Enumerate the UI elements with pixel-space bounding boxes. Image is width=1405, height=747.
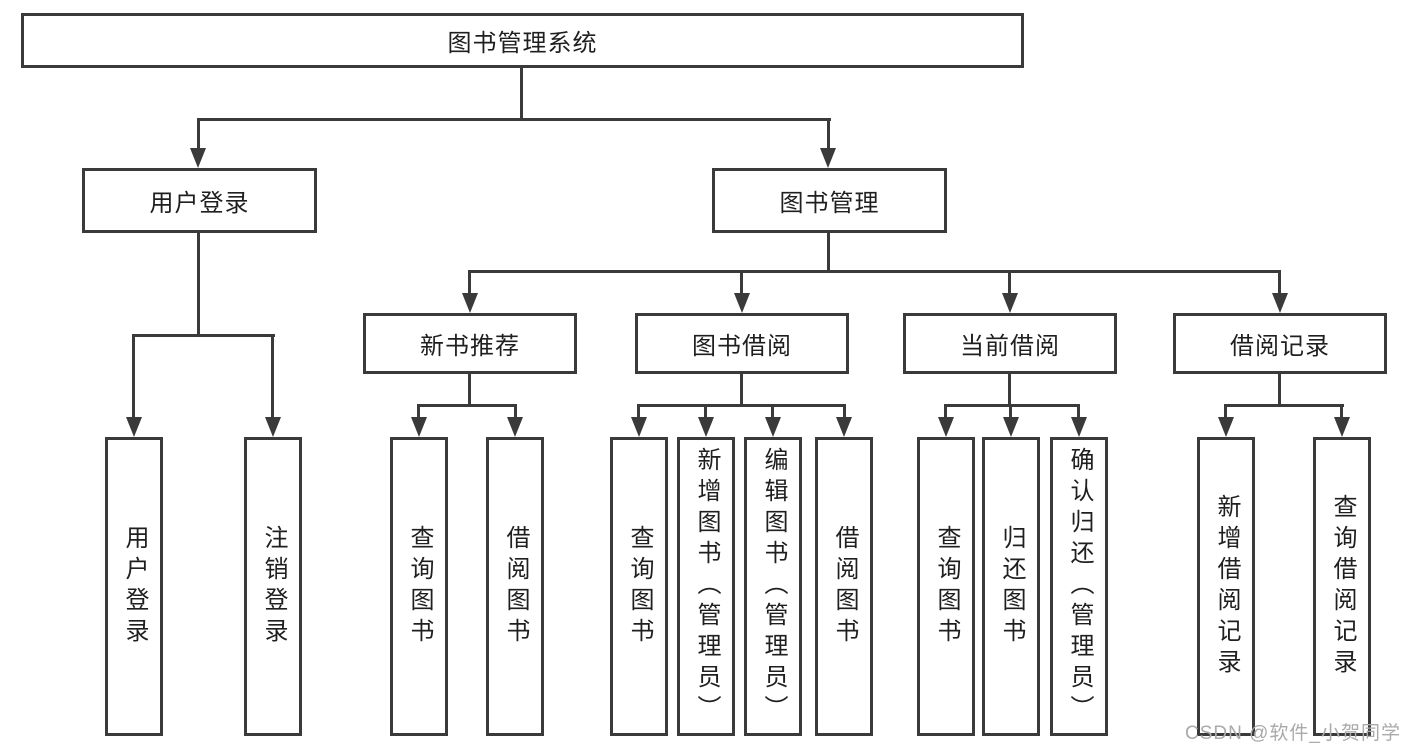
node-cb-return-book-leaf: 归还图书: [982, 437, 1040, 736]
connector-user-login-drop: [197, 118, 200, 150]
node-user-login-leaf: 用户登录: [105, 437, 163, 736]
node-br-query-record-leaf: 查询借阅记录: [1313, 437, 1371, 736]
arrow-to-bb-query-icon: [631, 417, 647, 437]
node-label: 查询借阅记录: [1329, 493, 1356, 680]
node-rec-query-book-leaf: 查询图书: [390, 437, 448, 736]
node-label: 查询图书: [406, 524, 433, 649]
connector-user-login-stem: [197, 233, 200, 337]
node-label: 借阅图书: [502, 524, 529, 649]
node-label: 注销登录: [260, 524, 287, 649]
connector-bb-query-drop: [637, 404, 640, 420]
arrow-to-cb-confirm-icon: [1071, 417, 1087, 437]
node-bb-edit-book-admin-leaf: 编辑图书（管理员）: [744, 437, 802, 736]
node-rec-borrow-book-leaf: 借阅图书: [486, 437, 544, 736]
arrow-to-br-query-icon: [1334, 417, 1350, 437]
arrow-to-book-mgmt-icon: [820, 148, 836, 168]
connector-bb-splitter: [637, 404, 846, 407]
node-label: 查询图书: [933, 524, 960, 649]
node-user-login-group: 用户登录: [82, 168, 317, 233]
connector-logout-drop: [271, 334, 274, 420]
node-label: 新增图书（管理员）: [693, 447, 720, 726]
connector-rec-stem: [468, 374, 471, 407]
csdn-watermark: CSDN @软件_小贺同学: [1185, 723, 1401, 744]
connector-book-borrow-drop: [740, 270, 743, 295]
connector-bb-stem: [740, 374, 743, 407]
node-label: 图书借阅: [692, 333, 792, 360]
node-label: 借阅图书: [831, 524, 858, 649]
connector-bb-edit-drop: [771, 404, 774, 420]
node-current-borrowing: 当前借阅: [903, 313, 1117, 374]
node-cb-confirm-return-admin-leaf: 确认归还（管理员）: [1050, 437, 1108, 736]
node-book-borrowing: 图书借阅: [635, 313, 849, 374]
arrow-to-borrow-record-icon: [1272, 293, 1288, 313]
node-cb-query-book-leaf: 查询图书: [917, 437, 975, 736]
arrow-to-current-borrow-icon: [1002, 293, 1018, 313]
connector-current-borrow-drop: [1008, 270, 1011, 295]
node-bb-query-book-leaf: 查询图书: [610, 437, 668, 736]
node-label: 用户登录: [121, 524, 148, 649]
node-bb-add-book-admin-leaf: 新增图书（管理员）: [677, 437, 735, 736]
node-label: 图书管理系统: [447, 30, 598, 57]
node-library-management-system: 图书管理系统: [21, 13, 1024, 68]
connector-cb-splitter: [944, 404, 1080, 407]
arrow-to-new-book-rec-icon: [462, 293, 478, 313]
connector-rec-query-drop: [417, 404, 420, 420]
node-borrowing-records: 借阅记录: [1173, 313, 1387, 374]
connector-rec-borrow-drop: [514, 404, 517, 420]
connector-cb-query-drop: [944, 404, 947, 420]
arrow-to-br-add-icon: [1218, 417, 1234, 437]
arrow-to-rec-borrow-icon: [507, 417, 523, 437]
arrow-to-cb-return-icon: [1003, 417, 1019, 437]
connector-br-stem: [1278, 374, 1281, 407]
node-label: 用户登录: [149, 190, 250, 217]
arrow-to-cb-query-icon: [938, 417, 954, 437]
node-label: 归还图书: [998, 524, 1025, 649]
connector-br-query-drop: [1340, 404, 1343, 420]
node-label: 新增借阅记录: [1213, 493, 1240, 680]
node-label: 新书推荐: [420, 333, 520, 360]
arrow-to-login-icon: [126, 417, 142, 437]
connector-borrow-record-drop: [1278, 270, 1281, 295]
node-new-book-recommend: 新书推荐: [363, 313, 577, 374]
arrow-to-bb-edit-icon: [765, 417, 781, 437]
connector-level2-rail: [197, 118, 831, 121]
node-label: 当前借阅: [960, 333, 1060, 360]
connector-rec-splitter: [417, 404, 517, 407]
arrow-to-rec-query-icon: [411, 417, 427, 437]
connector-level3-rail: [468, 270, 1281, 273]
connector-new-book-rec-drop: [468, 270, 471, 295]
connector-br-splitter: [1224, 404, 1344, 407]
node-label: 确认归还（管理员）: [1066, 447, 1093, 726]
node-label: 图书管理: [779, 190, 880, 217]
connector-login-drop: [132, 334, 135, 420]
node-bb-borrow-book-leaf: 借阅图书: [815, 437, 873, 736]
node-br-add-record-leaf: 新增借阅记录: [1197, 437, 1255, 736]
arrow-to-bb-borrow-icon: [836, 417, 852, 437]
connector-user-login-splitter: [132, 334, 275, 337]
arrow-to-logout-icon: [265, 417, 281, 437]
connector-cb-return-drop: [1009, 404, 1012, 420]
connector-cb-stem: [1008, 374, 1011, 407]
arrow-to-user-login-icon: [190, 148, 206, 168]
node-label: 借阅记录: [1230, 333, 1330, 360]
connector-cb-confirm-drop: [1077, 404, 1080, 420]
connector-book-mgmt-drop: [827, 118, 830, 150]
node-logout-leaf: 注销登录: [244, 437, 302, 736]
node-label: 查询图书: [626, 524, 653, 649]
node-label: 编辑图书（管理员）: [760, 447, 787, 726]
connector-root-stem: [520, 68, 523, 120]
connector-book-mgmt-stem: [827, 233, 830, 273]
connector-br-add-drop: [1224, 404, 1227, 420]
connector-bb-add-drop: [704, 404, 707, 420]
arrow-to-bb-add-icon: [698, 417, 714, 437]
node-book-management-group: 图书管理: [712, 168, 947, 233]
arrow-to-book-borrow-icon: [734, 293, 750, 313]
connector-bb-borrow-drop: [843, 404, 846, 420]
